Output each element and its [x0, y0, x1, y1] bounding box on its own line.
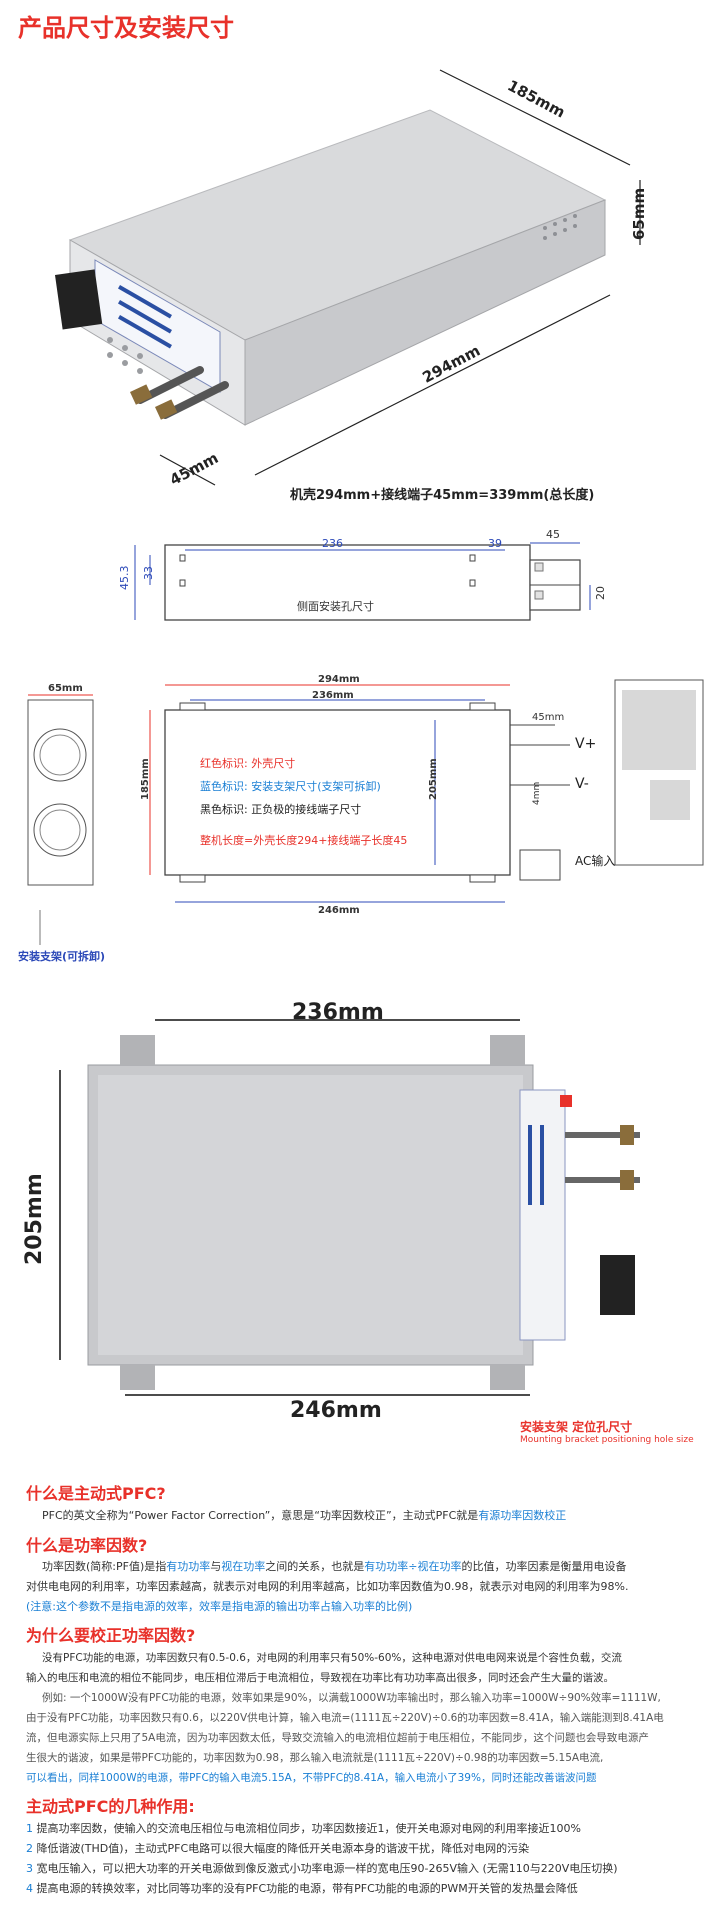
legend-total: 整机长度=外壳长度294+接线端子长度45 [200, 834, 408, 847]
item-text: 提高电源的转换效率，对比同等功率的没有PFC功能的电源，带有PFC功能的电源的P… [36, 1882, 578, 1895]
legend-red: 红色标识: 外壳尺寸 [200, 757, 296, 770]
pfc-q4: 主动式PFC的几种作用: [26, 1797, 195, 1816]
pfc-a1: PFC的英文全称为“Power Factor Correction”，意思是“功… [42, 1506, 682, 1526]
item-num: 4 [26, 1882, 33, 1895]
top-dim-236: 236mm [312, 690, 354, 701]
t1: 功率因数(简称:PF值)是指 [42, 1560, 167, 1573]
t4: 视在功率 [221, 1560, 266, 1573]
side-dim-45: 45 [546, 528, 560, 541]
item-text: 提高功率因数，使输入的交流电压相位与电流相位同步，功率因数接近1，使开关电源对电… [36, 1822, 581, 1835]
top-dim-246: 246mm [318, 905, 360, 916]
side-dim-33: 33 [142, 566, 155, 580]
item-num: 1 [26, 1822, 33, 1835]
photo2-left-dim: 205mm [22, 1173, 47, 1265]
pfc-a2-note: (注意:这个参数不是指电源的效率，效率是指电源的输出功率占输入功率的比例) [26, 1600, 413, 1613]
page-title: 产品尺寸及安装尺寸 [18, 14, 234, 42]
item-text: 降低谐波(THD值)，主动式PFC电路可以很大幅度的降低开关电源本身的谐波干扰，… [36, 1842, 530, 1855]
side-dim-20: 20 [594, 586, 607, 600]
product-photo-3d [55, 69, 641, 486]
list-item: 2 降低谐波(THD值)，主动式PFC电路可以很大幅度的降低开关电源本身的谐波干… [26, 1839, 706, 1859]
pfc-a3-7: 可以看出，同样1000W的电源，带PFC的输入电流5.15A，不带PFC的8.4… [26, 1772, 597, 1784]
top-dim-45: 45mm [532, 712, 565, 723]
photo-caption: 机壳294mm+接线端子45mm=339mm(总长度) [290, 488, 595, 503]
t2: 有功功率 [166, 1560, 211, 1573]
bracket-note: 安装支架(可拆卸) [18, 950, 106, 963]
pfc-a2-line1: 功率因数(简称:PF值)是指有功功率与视在功率之间的关系，也就是有功功率÷视在功… [42, 1557, 702, 1577]
pfc-a3-2: 输入的电压和电流的相位不能同步，电压相位滞后于电流相位，导致视在功率比有功功率高… [26, 1672, 614, 1684]
side-view-drawing [134, 542, 591, 621]
dim-height: 65mm [630, 187, 648, 240]
t6: 有功功率÷视在功率 [364, 1560, 462, 1573]
vplus-label: V+ [575, 736, 597, 752]
side-dim-45-3: 45.3 [118, 565, 131, 591]
pfc-q1: 什么是主动式PFC? [26, 1484, 166, 1503]
pfc-a1-link: 有源功率因数校正 [478, 1509, 567, 1522]
t3: 与 [210, 1560, 222, 1573]
pfc-a3-5: 流，但电源实际上只用了5A电流，因为功率因数太低，导致交流输入的电流相位超前于电… [26, 1732, 649, 1744]
top-dim-205: 205mm [428, 758, 439, 800]
side-dim-236: 236 [322, 537, 343, 550]
pfc-q3: 为什么要校正功率因数? [26, 1626, 196, 1645]
list-item: 1 提高功率因数，使输入的交流电压相位与电流相位同步，功率因数接近1，使开关电源… [26, 1819, 706, 1839]
top-dim-65: 65mm [48, 683, 83, 694]
pfc-a3-3: 例如: 一个1000W没有PFC功能的电源，效率如果是90%，以满载1000W功… [42, 1692, 661, 1704]
pfc-list: 1 提高功率因数，使输入的交流电压相位与电流相位同步，功率因数接近1，使开关电源… [26, 1819, 706, 1899]
top-dim-185: 185mm [140, 758, 151, 800]
item-text: 宽电压输入，可以把大功率的开关电源做到像反激式小功率电源一样的宽电压90-265… [36, 1862, 618, 1875]
pfc-a3-4: 由于没有PFC功能，功率因数只有0.6，以220V供电计算，输入电流=(1111… [26, 1712, 664, 1724]
photo2-caption-en: Mounting bracket positioning hole size [520, 1435, 694, 1445]
pfc-a3-6: 生很大的谐波，如果是带PFC功能的，功率因数为0.98，那么输入电流就是(111… [26, 1752, 604, 1764]
vminus-label: V- [575, 776, 589, 792]
ac-input-label: AC输入 [575, 854, 616, 868]
product-photo-top [59, 1019, 640, 1396]
legend-blue: 蓝色标识: 安装支架尺寸(支架可拆卸) [200, 780, 381, 793]
list-item: 3 宽电压输入，可以把大功率的开关电源做到像反激式小功率电源一样的宽电压90-2… [26, 1859, 706, 1879]
top-dim-294: 294mm [318, 674, 360, 685]
pfc-a1-text: PFC的英文全称为“Power Factor Correction”，意思是“功… [42, 1509, 479, 1522]
legend-black: 黑色标识: 正负极的接线端子尺寸 [200, 803, 362, 816]
pfc-a2-line2: 对供电电网的利用率，功率因素越高，就表示对电网的利用率越高，比如功率因数值为0.… [26, 1580, 629, 1593]
item-num: 3 [26, 1862, 33, 1875]
photo2-top-dim: 236mm [292, 1000, 384, 1025]
top-dim-4: 4mm [532, 781, 542, 805]
photo2-caption-cn: 安装支架 定位孔尺寸 [520, 1420, 633, 1434]
t7: 的比值，功率因素是衡量用电设备 [461, 1560, 627, 1573]
top-view-drawing [27, 679, 704, 945]
photo2-bottom-dim: 246mm [290, 1398, 382, 1423]
side-view-caption: 侧面安装孔尺寸 [297, 600, 374, 613]
list-item: 4 提高电源的转换效率，对比同等功率的没有PFC功能的电源，带有PFC功能的电源… [26, 1879, 706, 1899]
pfc-a3-1: 没有PFC功能的电源，功率因数只有0.5-0.6，对电网的利用率只有50%-60… [42, 1652, 622, 1664]
item-num: 2 [26, 1842, 33, 1855]
pfc-q2: 什么是功率因数? [26, 1536, 148, 1555]
side-dim-39: 39 [488, 537, 502, 550]
t5: 之间的关系，也就是 [265, 1560, 365, 1573]
